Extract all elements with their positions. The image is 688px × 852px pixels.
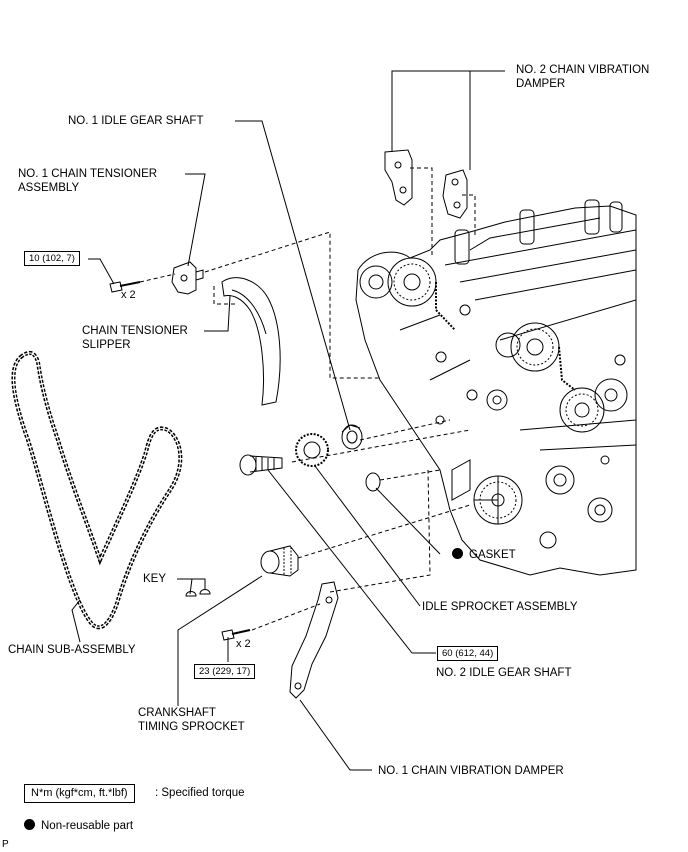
non-reusable-dot-icon bbox=[24, 819, 35, 830]
label-no2-chain-vibration-damper: NO. 2 CHAIN VIBRATION DAMPER bbox=[516, 63, 649, 91]
torque-box-tensioner-bolt: 10 (102, 7) bbox=[24, 251, 80, 266]
label-chain-sub-assembly: CHAIN SUB-ASSEMBLY bbox=[8, 644, 136, 656]
leader-lines bbox=[71, 70, 505, 771]
crankshaft-timing-sprocket-part bbox=[260, 545, 299, 577]
label-line: TIMING SPROCKET bbox=[138, 721, 245, 733]
label-gasket: GASKET bbox=[452, 548, 516, 562]
label-no1-chain-tensioner-assembly: NO. 1 CHAIN TENSIONER ASSEMBLY bbox=[18, 167, 157, 195]
label-no1-idle-gear-shaft: NO. 1 IDLE GEAR SHAFT bbox=[68, 115, 204, 127]
label-line: CHAIN TENSIONER bbox=[82, 325, 188, 337]
label-key: KEY bbox=[143, 573, 167, 585]
no1-chain-tensioner-part bbox=[171, 261, 204, 295]
no2-idle-gear-shaft-part bbox=[239, 454, 283, 476]
multiplier-damper-bolt: x 2 bbox=[236, 638, 251, 650]
no2-chain-vibration-damper-parts bbox=[384, 149, 468, 219]
label-line: CRANKSHAFT bbox=[138, 707, 216, 719]
label-line: NO. 1 CHAIN TENSIONER bbox=[18, 168, 158, 180]
no1-chain-vibration-damper-part bbox=[289, 581, 339, 699]
legend-non-reusable: Non-reusable part bbox=[24, 819, 133, 833]
damper-bolts bbox=[221, 629, 251, 641]
label-idle-sprocket-assembly: IDLE SPROCKET ASSEMBLY bbox=[422, 601, 578, 613]
no1-idle-gear-shaft-part bbox=[341, 424, 363, 450]
label-text: GASKET bbox=[469, 549, 516, 561]
engine-block-illustration bbox=[355, 199, 637, 576]
label-line: SLIPPER bbox=[82, 339, 131, 351]
legend-torque-unit-box: N*m (kgf*cm, ft.*lbf) bbox=[24, 784, 135, 803]
non-reusable-dot-icon bbox=[452, 548, 463, 559]
chain-tensioner-slipper-part bbox=[221, 277, 281, 406]
label-line: NO. 2 CHAIN VIBRATION bbox=[516, 64, 650, 76]
idle-sprocket-part bbox=[295, 433, 329, 467]
timing-chain bbox=[11, 350, 183, 630]
alignment-dashed-lines bbox=[139, 167, 476, 631]
torque-box-damper-bolt: 23 (229, 17) bbox=[194, 664, 256, 679]
tensioner-bolts bbox=[109, 281, 141, 293]
label-crankshaft-timing-sprocket: CRANKSHAFT TIMING SPROCKET bbox=[138, 706, 245, 734]
label-line: DAMPER bbox=[516, 78, 566, 90]
gasket-ring bbox=[365, 472, 381, 492]
corner-mark: P bbox=[2, 839, 9, 850]
label-no1-chain-vibration-damper: NO. 1 CHAIN VIBRATION DAMPER bbox=[378, 765, 564, 777]
label-no2-idle-gear-shaft: NO. 2 IDLE GEAR SHAFT bbox=[436, 667, 572, 679]
key-parts bbox=[185, 589, 211, 597]
legend-torque-desc: : Specified torque bbox=[155, 787, 245, 799]
torque-box-no2-idle-gear-shaft: 60 (612, 44) bbox=[437, 646, 499, 661]
label-line: ASSEMBLY bbox=[18, 182, 80, 194]
multiplier-tensioner-bolt: x 2 bbox=[121, 289, 136, 301]
legend-non-reusable-text: Non-reusable part bbox=[41, 820, 134, 832]
label-chain-tensioner-slipper: CHAIN TENSIONER SLIPPER bbox=[82, 324, 188, 352]
